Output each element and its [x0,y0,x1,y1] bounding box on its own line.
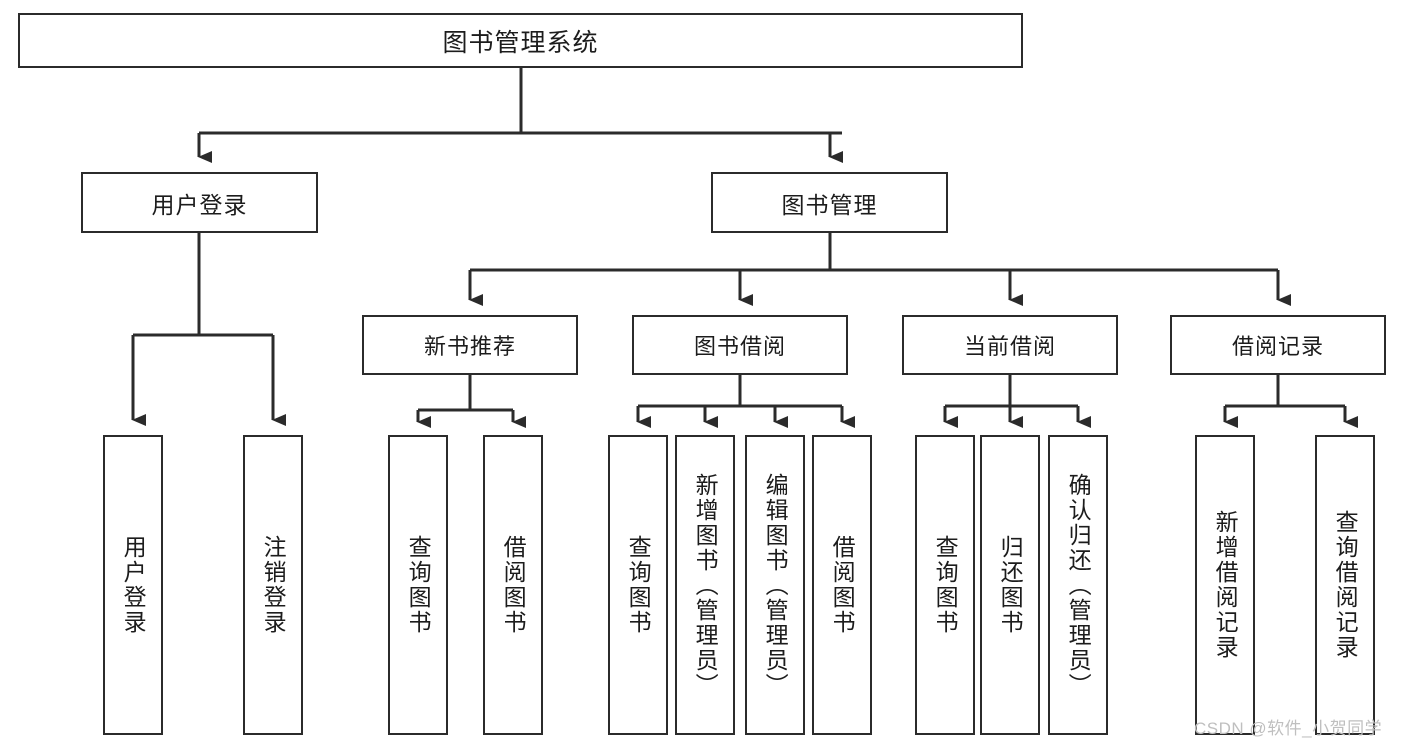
node-current-borrowing[interactable]: 当前借阅 [902,315,1118,375]
leaf-new-book-borrow-books[interactable]: 借阅图书 [483,435,543,735]
leaf-user-login-signout[interactable]: 注销登录 [243,435,303,735]
node-root-book-management-system[interactable]: 图书管理系统 [18,13,1023,68]
node-user-login[interactable]: 用户登录 [81,172,318,233]
leaf-current-borrow-query-books[interactable]: 查询图书 [915,435,975,735]
node-new-book-recommendation[interactable]: 新书推荐 [362,315,578,375]
watermark: CSDN @软件_小贺同学 [1194,719,1383,738]
leaf-book-borrow-add-book-admin[interactable]: 新增图书（管理员） [675,435,735,735]
leaf-book-borrow-edit-book-admin[interactable]: 编辑图书（管理员） [745,435,805,735]
node-book-management[interactable]: 图书管理 [711,172,948,233]
leaf-book-borrow-borrow-books[interactable]: 借阅图书 [812,435,872,735]
leaf-current-borrow-confirm-return-admin[interactable]: 确认归还（管理员） [1048,435,1108,735]
leaf-borrow-record-add-record[interactable]: 新增借阅记录 [1195,435,1255,735]
node-book-borrowing[interactable]: 图书借阅 [632,315,848,375]
node-borrowing-record[interactable]: 借阅记录 [1170,315,1386,375]
leaf-book-borrow-query-books[interactable]: 查询图书 [608,435,668,735]
leaf-borrow-record-query-record[interactable]: 查询借阅记录 [1315,435,1375,735]
leaf-current-borrow-return-books[interactable]: 归还图书 [980,435,1040,735]
leaf-user-login-signin[interactable]: 用户登录 [103,435,163,735]
leaf-new-book-query-books[interactable]: 查询图书 [388,435,448,735]
